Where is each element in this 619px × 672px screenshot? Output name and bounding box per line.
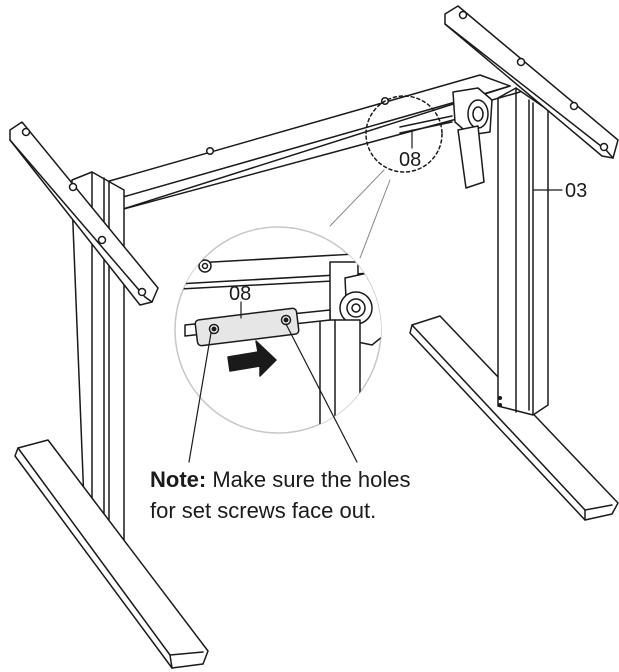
assembly-note: Note: Make sure the holes for set screws … <box>150 464 490 526</box>
note-heading: Note: <box>150 467 207 492</box>
magnified-detail-view <box>174 226 382 434</box>
detail-callout-circle <box>365 95 443 173</box>
motor-assembly <box>399 87 521 189</box>
push-direction-arrow <box>227 340 277 377</box>
right-foot <box>409 315 619 521</box>
right-top-bracket <box>444 5 619 159</box>
left-foot <box>14 439 209 669</box>
cross-beam <box>77 74 511 211</box>
coupling-sleeve <box>194 307 300 347</box>
right-column <box>497 87 549 416</box>
part-label-08-detail: 08 <box>229 283 251 305</box>
part-label-03: 03 <box>565 180 587 202</box>
part-label-08-callout: 08 <box>399 149 421 171</box>
note-line-2: for set screws face out. <box>150 498 377 523</box>
note-line-1: Make sure the holes <box>206 467 411 492</box>
left-top-bracket <box>9 121 159 306</box>
